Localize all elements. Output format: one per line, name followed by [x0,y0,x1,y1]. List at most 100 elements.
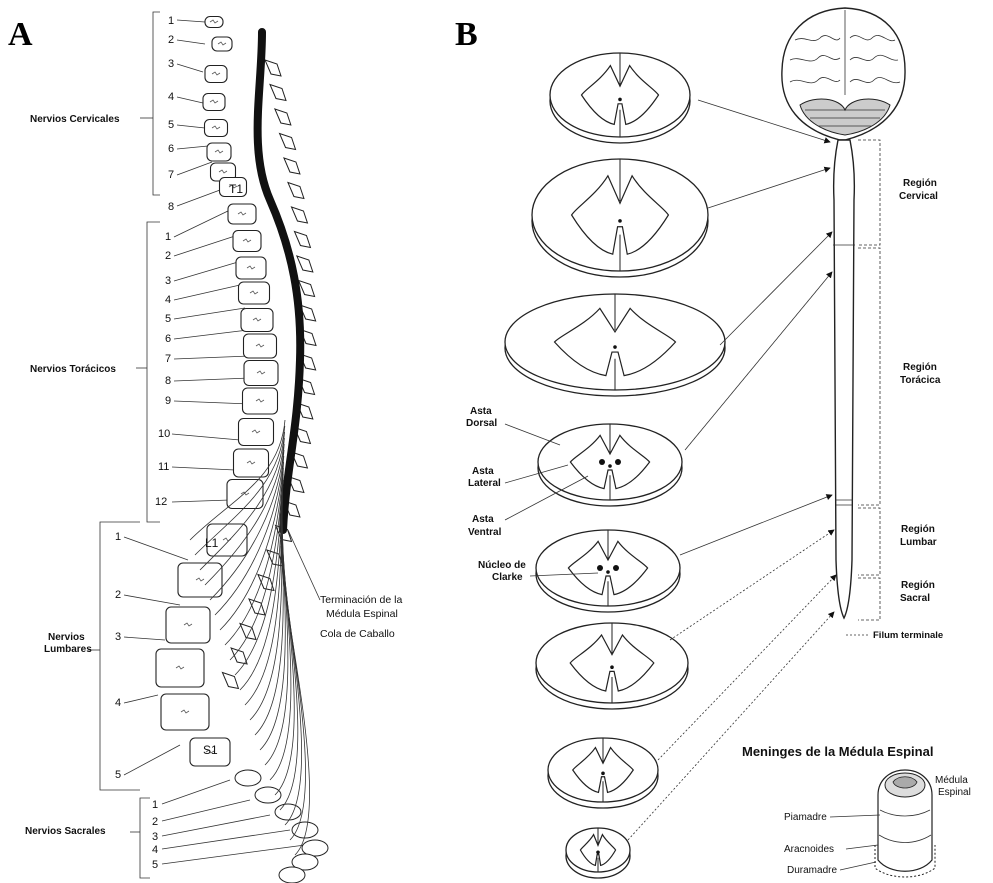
spinous-process [280,134,296,150]
cord-cross-sections [505,53,725,878]
clarke-nucleus [613,565,619,571]
nerve-number: 2 [115,589,121,601]
label-clarke-line1: Núcleo de [478,560,526,571]
region-label-cervical-line1: Región [903,178,937,189]
meninges-title: Meninges de la Médula Espinal [742,744,933,759]
nerve-number: 12 [155,496,167,508]
label-dorsal-horn-line2: Dorsal [466,418,497,429]
vertebra-label-s1: S1 [203,743,218,757]
nerve-number: 2 [152,816,158,828]
spinous-process [291,207,307,223]
nerve-number: 1 [115,531,121,543]
label-ventral-horn-line2: Ventral [468,527,502,538]
nerve-number: 6 [168,143,174,155]
meninges-label-pia: Piamadre [784,812,827,823]
region-label-lumbar-line1: Región [901,524,935,535]
nerve-number: 3 [152,831,158,843]
group-label-cervical: Nervios Cervicales [30,114,120,125]
arachnoid-leader [846,845,878,849]
central-canal [606,570,610,574]
spinous-process [288,183,304,199]
meninges-label-dura: Duramadre [787,865,837,876]
nerve-number: 4 [152,844,158,856]
spinal-cord-longitudinal [834,140,855,618]
dorsal-leader [505,424,560,445]
nerve-number: 9 [165,395,171,407]
dura-leader [840,862,876,870]
panel-label-b: B [455,16,478,53]
central-canal [610,665,614,669]
lumbar-numbers: 1 2 3 4 5 [115,531,121,781]
label-lateral-horn-line1: Asta [472,466,494,477]
spinous-process [299,281,315,297]
nerve-number: 3 [168,58,174,70]
nerve-number: 1 [168,15,174,27]
region-label-cervical-line2: Cervical [899,191,938,202]
nerve-number: 8 [165,375,171,387]
termination-label-line1: Terminación de la [320,594,402,606]
region-brackets [858,140,880,620]
spinous-process [270,85,286,101]
central-canal [613,345,617,349]
clarke-nucleus [599,459,605,465]
nerve-number: 8 [168,201,174,213]
spinous-process [294,232,310,248]
sacral-segment [255,787,281,803]
sacral-segment [279,867,305,883]
group-label-lumbar-line2: Lumbares [44,644,92,655]
cauda-equina-label: Cola de Caballo [320,628,395,640]
nerve-number: 7 [165,353,171,365]
nerve-number: 3 [165,275,171,287]
nerve-number: 5 [165,313,171,325]
nerve-number: 11 [158,461,169,473]
clarke-nucleus [615,459,621,465]
filum-terminale-label: Filum terminale [873,630,943,641]
cervical-numbers: 1 2 3 4 5 6 7 8 [168,15,174,213]
nerve-number: 4 [115,697,121,709]
nerve-number: 3 [115,631,121,643]
nerve-number: 2 [165,250,171,262]
label-lateral-horn-line2: Lateral [468,478,501,489]
spinous-process [275,109,291,125]
central-canal [618,219,622,223]
group-label-thoracic: Nervios Torácicos [30,364,116,375]
sacral-segment [235,770,261,786]
region-label-thoracic-line1: Región [903,362,937,373]
termination-label-line2: Médula Espinal [326,608,398,620]
central-canal [601,772,605,776]
nerve-number: 2 [168,34,174,46]
meninges-label-cord-line1: Médula [935,775,968,786]
nerve-number: 4 [165,294,171,306]
nerve-number: 5 [168,119,174,131]
central-canal [618,98,622,102]
meninges-label-cord-line2: Espinal [938,787,971,798]
nerve-root [265,510,288,765]
central-canal [608,464,612,468]
group-label-sacral: Nervios Sacrales [25,826,106,837]
meninges-label-arachnoid: Aracnoides [784,844,834,855]
group-label-lumbar-line1: Nervios [48,632,85,643]
region-label-sacral-line2: Sacral [900,593,930,604]
label-clarke-line2: Clarke [492,572,523,583]
region-label-thoracic-line2: Torácica [900,375,941,386]
label-dorsal-horn-line1: Asta [470,406,492,417]
nerve-number: 5 [115,769,121,781]
meninges-illustration [875,770,935,877]
spinous-process [297,256,313,272]
nerve-group-brackets [88,12,160,878]
central-canal [596,851,600,855]
label-ventral-horn-line1: Asta [472,514,494,525]
thoracic-numbers: 1 2 3 4 5 6 7 8 9 10 11 12 [155,231,171,508]
brain-illustration [782,8,905,140]
nerve-number: 10 [158,428,170,440]
region-label-sacral-line1: Región [901,580,935,591]
sacral-numbers: 1 2 3 4 5 [152,799,158,871]
spinous-process [284,158,300,174]
sacral-segment [275,804,301,820]
nerve-number: 1 [165,231,171,243]
pia-leader [830,815,880,817]
spinous-process [240,624,256,640]
termination-leader [288,530,320,600]
spinous-process [265,60,281,76]
